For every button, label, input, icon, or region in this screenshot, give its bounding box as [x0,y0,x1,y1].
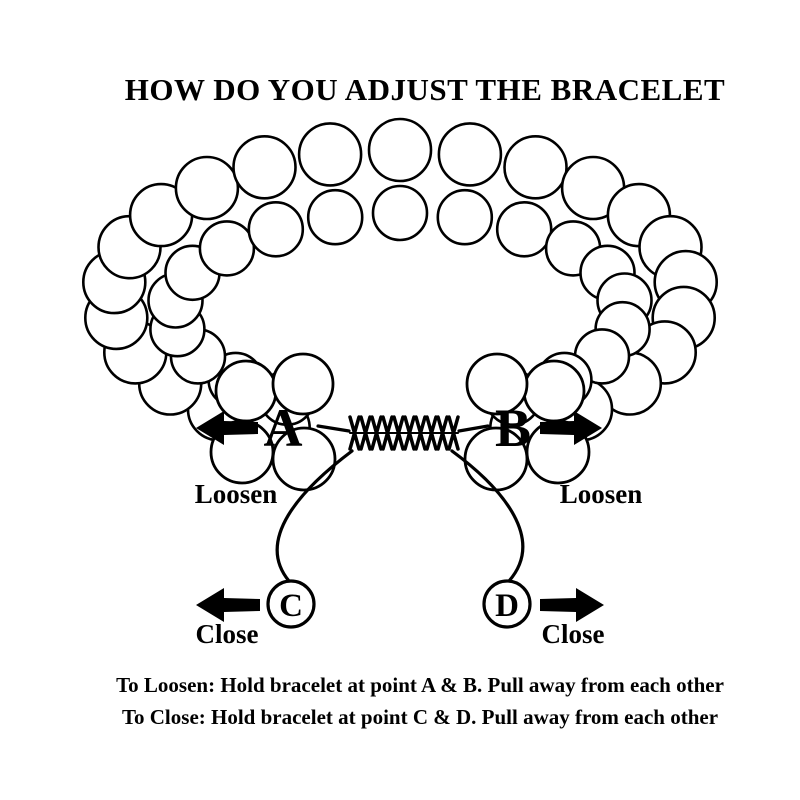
bead [174,155,240,221]
bead [232,135,297,200]
bead [437,122,503,187]
point-d-label: D [495,588,519,624]
sliding-knot-braid [348,415,460,451]
bead [247,201,305,258]
close-label-right: Close [542,619,605,649]
page-title: HOW DO YOU ADJUST THE BRACELET [125,72,725,107]
left-pull-cord [275,449,354,583]
braid-strand [348,415,361,451]
braid-strand [436,415,449,451]
braid-strand [381,415,394,451]
instruction-close: To Close: Hold bracelet at point C & D. … [122,705,718,729]
point-d-ring [482,579,532,629]
bracelet-left-end-beads [209,352,337,492]
braid-strand [414,415,427,451]
bead [371,184,429,242]
braid-strand [403,415,416,451]
bead [306,188,364,246]
bracelet-right-end-beads [463,352,591,492]
braid-strand [425,415,438,451]
arrow-right-loosen-icon [540,411,602,445]
bead [297,122,363,187]
left-cord-stub [316,424,351,433]
close-label-left: Close [196,619,259,649]
point-c-ring [266,579,316,629]
bead [367,117,433,183]
braid-strand [447,415,460,451]
bead [495,201,553,258]
loosen-label-left: Loosen [195,479,278,509]
right-pull-cord [450,449,525,583]
braid-strand [370,415,383,451]
braid-strand [359,415,372,451]
bracelet-outer-bead-row [82,117,719,461]
braid-strand [392,415,405,451]
bead [503,135,568,200]
arrow-right-close-icon [540,588,604,622]
arrow-left-close-icon [196,588,260,622]
bead [436,188,494,246]
right-cord-stub [457,424,490,433]
point-b-label: B [495,398,531,458]
bead [198,220,256,277]
point-a-label: A [264,398,303,458]
arrow-left-loosen-icon [196,411,258,445]
loosen-label-right: Loosen [560,479,643,509]
instruction-loosen: To Loosen: Hold bracelet at point A & B.… [116,673,724,697]
point-c-label: C [279,588,303,624]
